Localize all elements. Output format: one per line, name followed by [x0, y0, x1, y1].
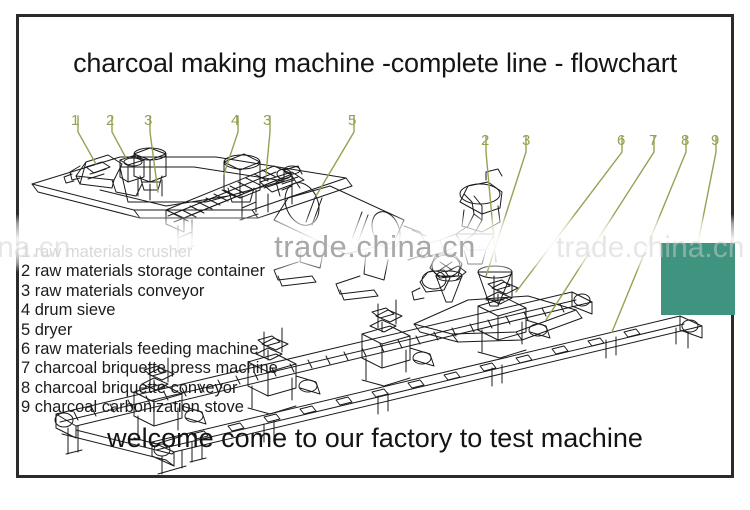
callout-left-6: 5 [348, 112, 357, 129]
callout-right-3: 6 [617, 132, 626, 149]
legend-item-3: 3 raw materials conveyor [21, 281, 205, 300]
legend-item-7: 7 charcoal briquette press machine [21, 359, 278, 378]
callout-right-6: 9 [711, 132, 720, 149]
callout-right-4: 7 [649, 132, 658, 149]
legend-item-2: 2 raw materials storage container [21, 262, 265, 281]
callout-right-1: 2 [481, 132, 490, 149]
color-swatch [661, 243, 735, 315]
page-title: charcoal making machine -complete line -… [73, 48, 677, 78]
legend-item-8: 8 charcoal briquette conveyor [21, 378, 238, 397]
callout-left-4: 4 [231, 112, 240, 129]
callout-right-2: 3 [522, 132, 531, 149]
callout-left-1: 1 [71, 112, 80, 129]
legend-item-1: 1 raw materials crusher [21, 243, 193, 261]
callout-left-2: 2 [106, 112, 115, 129]
legend-list: 1 raw materials crusher 2 raw materials … [20, 243, 350, 418]
footer-text: welcome come to our factory to test mach… [107, 423, 643, 453]
callout-left-3: 3 [144, 112, 153, 129]
legend-item-4: 4 drum sieve [21, 301, 116, 320]
legend-item-6: 6 raw materials feeding machine [21, 340, 259, 359]
machinery-diagram [31, 115, 717, 475]
callout-left-5: 3 [263, 112, 272, 129]
legend-item-9: 9 charcoal carbonization stove [21, 398, 244, 417]
legend-item-5: 5 dryer [21, 320, 73, 339]
callout-right-5: 8 [681, 132, 690, 149]
